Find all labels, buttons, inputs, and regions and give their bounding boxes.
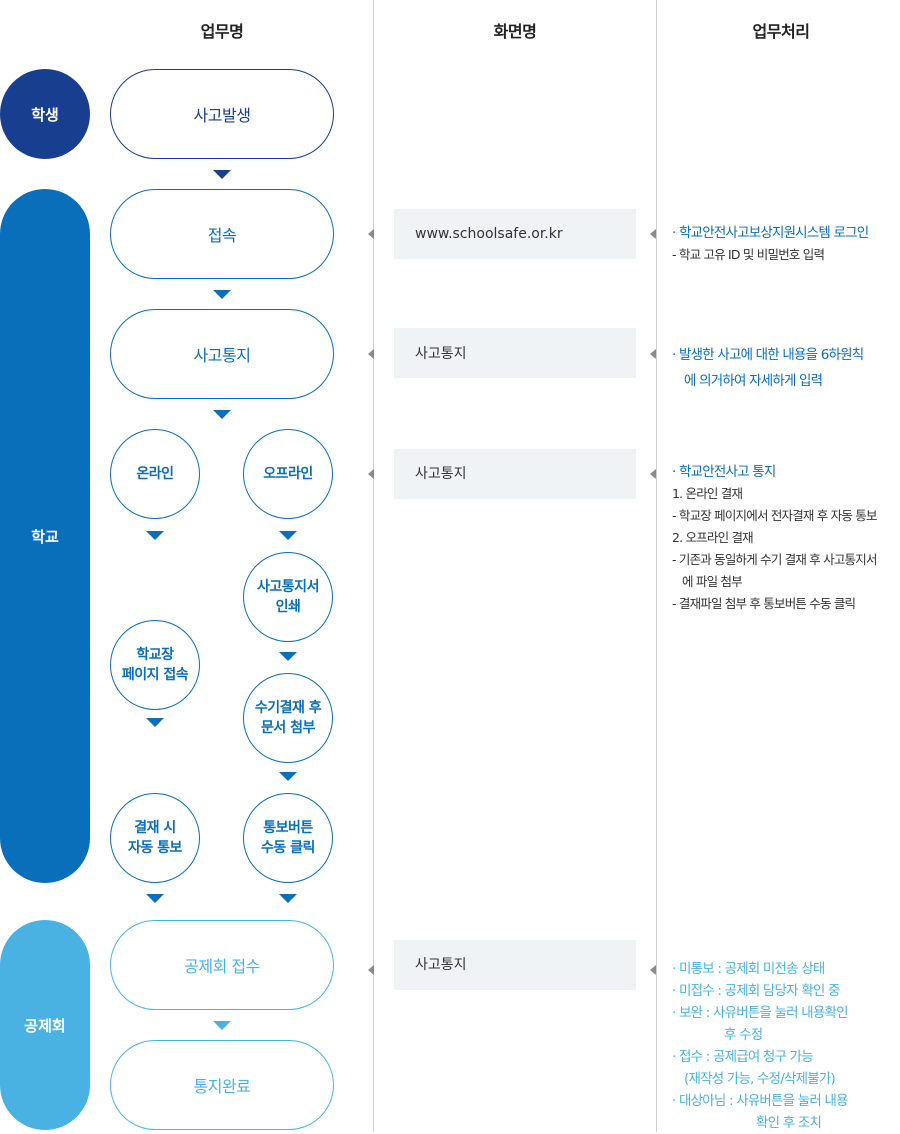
lane-school: 학교: [0, 189, 90, 883]
status-line: · 미접수 : 공제회 담당자 확인 중: [672, 983, 840, 999]
step-online: 온라인: [110, 429, 200, 519]
status-line: 확인 후 조치: [756, 1115, 822, 1131]
arrow-down-icon: [146, 718, 164, 727]
step-offline: 오프라인: [243, 429, 333, 519]
process-title: · 학교안전사고 통지: [672, 464, 776, 480]
process-detail: - 학교 고유 ID 및 비밀번호 입력: [672, 247, 825, 262]
arrow-down-icon: [146, 531, 164, 540]
step-print: 사고통지서 인쇄: [243, 552, 333, 642]
arrow-left-icon: [650, 229, 656, 239]
screen-box: 사고통지: [394, 940, 636, 990]
arrow-down-icon: [213, 290, 231, 299]
arrow-down-icon: [279, 894, 297, 903]
lane-association: 공제회: [0, 920, 90, 1130]
process-notify: · 발생한 사고에 대한 내용을 6하원칙 에 의거하여 자세하게 입력: [672, 342, 900, 394]
arrow-left-icon: [368, 349, 374, 359]
arrow-down-icon: [279, 772, 297, 781]
process-line: 에 의거하여 자세하게 입력: [684, 373, 823, 389]
step-received: 공제회 접수: [110, 920, 334, 1010]
status-line: · 대상아님 : 사유버튼을 눌러 내용: [672, 1093, 849, 1109]
header-task-process: 업무처리: [752, 22, 810, 41]
process-line: 2. 오프라인 결재: [672, 530, 754, 545]
column-divider: [656, 0, 657, 1132]
process-title: · 학교안전사고보상지원시스템 로그인: [672, 225, 869, 241]
step-auto-notify: 결재 시 자동 통보: [110, 793, 200, 883]
process-line: 에 파일 첨부: [682, 574, 743, 589]
lane-student: 학생: [0, 69, 90, 159]
arrow-left-icon: [368, 229, 374, 239]
arrow-left-icon: [650, 469, 656, 479]
arrow-left-icon: [650, 965, 656, 975]
process-line: - 결재파일 첨부 후 통보버튼 수동 클릭: [672, 596, 856, 611]
process-login: · 학교안전사고보상지원시스템 로그인 - 학교 고유 ID 및 비밀번호 입력: [672, 222, 900, 266]
screen-box: www.schoolsafe.or.kr: [394, 209, 636, 259]
step-notify: 사고통지: [110, 309, 334, 399]
step-connect: 접속: [110, 189, 334, 279]
screen-box: 사고통지: [394, 449, 636, 499]
process-school-notice: · 학교안전사고 통지 1. 온라인 결재 - 학교장 페이지에서 전자결재 후…: [672, 461, 900, 615]
column-divider: [373, 0, 374, 1132]
step-school-page: 학교장 페이지 접속: [110, 620, 200, 710]
arrow-down-icon: [279, 652, 297, 661]
step-manual-sign: 수기결재 후 문서 첨부: [243, 673, 333, 763]
arrow-down-icon: [279, 531, 297, 540]
arrow-down-icon: [213, 410, 231, 419]
status-line: · 접수 : 공제급여 청구 가능: [672, 1049, 814, 1065]
process-line: 1. 온라인 결재: [672, 486, 743, 501]
process-line: · 발생한 사고에 대한 내용을 6하원칙: [672, 347, 864, 363]
step-done: 통지완료: [110, 1040, 334, 1130]
status-line: · 미통보 : 공제회 미전송 상태: [672, 961, 825, 977]
status-line: (재작성 가능, 수정/삭제불가): [684, 1071, 836, 1087]
header-screen-name: 화면명: [493, 22, 537, 41]
process-line: - 학교장 페이지에서 전자결재 후 자동 통보: [672, 508, 877, 523]
arrow-left-icon: [368, 469, 374, 479]
arrow-down-icon: [213, 170, 231, 179]
status-line: 후 수정: [724, 1027, 763, 1043]
status-line: · 보완 : 사유버튼을 눌러 내용확인: [672, 1005, 849, 1021]
arrow-down-icon: [213, 1021, 231, 1030]
header-task-name: 업무명: [200, 22, 244, 41]
arrow-left-icon: [368, 965, 374, 975]
step-manual-click: 통보버튼 수동 클릭: [243, 793, 333, 883]
arrow-left-icon: [650, 349, 656, 359]
process-status: · 미통보 : 공제회 미전송 상태 · 미접수 : 공제회 담당자 확인 중 …: [672, 958, 900, 1134]
step-accident: 사고발생: [110, 69, 334, 159]
screen-box: 사고통지: [394, 328, 636, 378]
process-line: - 기존과 동일하게 수기 결재 후 사고통지서: [672, 552, 877, 567]
arrow-down-icon: [146, 894, 164, 903]
